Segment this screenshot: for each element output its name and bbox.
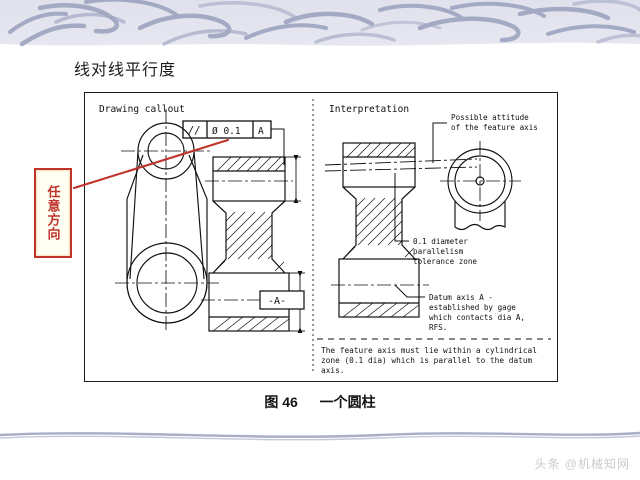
- dimension-arrowheads: [293, 155, 303, 333]
- figure-caption-text: 一个圆柱: [319, 394, 376, 410]
- annotation-datum-axis-line-1: Datum axis A -: [429, 293, 493, 302]
- note-box-line-3: axis.: [321, 366, 344, 375]
- callout-any-direction-label: 任意方向: [45, 185, 61, 241]
- note-box-line-2: zone (0.1 dia) which is parallel to the …: [321, 356, 533, 365]
- datum-label-text: -A-: [268, 296, 286, 307]
- figure-caption: 图 46 一个圆柱: [0, 392, 640, 412]
- end-view-centerlines: [440, 141, 521, 221]
- leader-datum-axis: [394, 284, 425, 298]
- plan-view-part: [126, 122, 208, 324]
- annotation-tolerance-zone-line-3: tolerance zone: [413, 257, 477, 266]
- watermark-text: 头条 @机械知网: [534, 457, 630, 471]
- figure-drawing-canvas: Drawing callout // Ø 0.1 A: [85, 93, 557, 381]
- note-box-line-1: The feature axis must lie within a cylin…: [321, 346, 537, 355]
- interpretation-heading: Interpretation: [329, 104, 409, 115]
- fcf-leader-line: [271, 128, 285, 165]
- section-hatch-web: [214, 211, 285, 272]
- fcf-parallelism-symbol: //: [188, 125, 201, 137]
- section-hatch-lower: [212, 316, 290, 332]
- annotation-datum-axis-line-2: established by gage: [429, 303, 516, 312]
- annotation-possible-attitude-line-2: of the feature axis: [451, 123, 538, 132]
- leader-tolerance-zone: [394, 173, 409, 242]
- section-left-centerlines: [201, 180, 297, 301]
- callout-any-direction: 任意方向: [34, 168, 72, 258]
- annotation-possible-attitude-line-1: Possible attitude: [451, 113, 529, 122]
- section-hatch-upper: [216, 156, 286, 172]
- section-view-right: [338, 142, 420, 318]
- annotation-datum-axis-line-4: RFS.: [429, 323, 447, 332]
- annotation-tolerance-zone-line-2: parallelism: [413, 247, 464, 256]
- possible-attitude-axis: [324, 158, 478, 172]
- footer-decoration-wave: [0, 425, 640, 450]
- page-title: 线对线平行度: [74, 62, 177, 79]
- annotation-datum-axis-line-3: which contacts dia A,: [429, 313, 525, 322]
- drawing-callout-heading: Drawing callout: [99, 104, 185, 115]
- fcf-datum-reference: A: [258, 126, 264, 137]
- figure-drawing-frame: Drawing callout // Ø 0.1 A: [84, 92, 558, 382]
- datum-feature-symbol: -A-: [259, 290, 305, 310]
- leader-possible-attitude: [432, 122, 447, 163]
- annotation-tolerance-zone-line-1: 0.1 diameter: [413, 237, 468, 246]
- header-decoration-band: [0, 0, 640, 50]
- fcf-tolerance-value: Ø 0.1: [212, 126, 241, 137]
- figure-caption-number: 图 46: [264, 394, 298, 410]
